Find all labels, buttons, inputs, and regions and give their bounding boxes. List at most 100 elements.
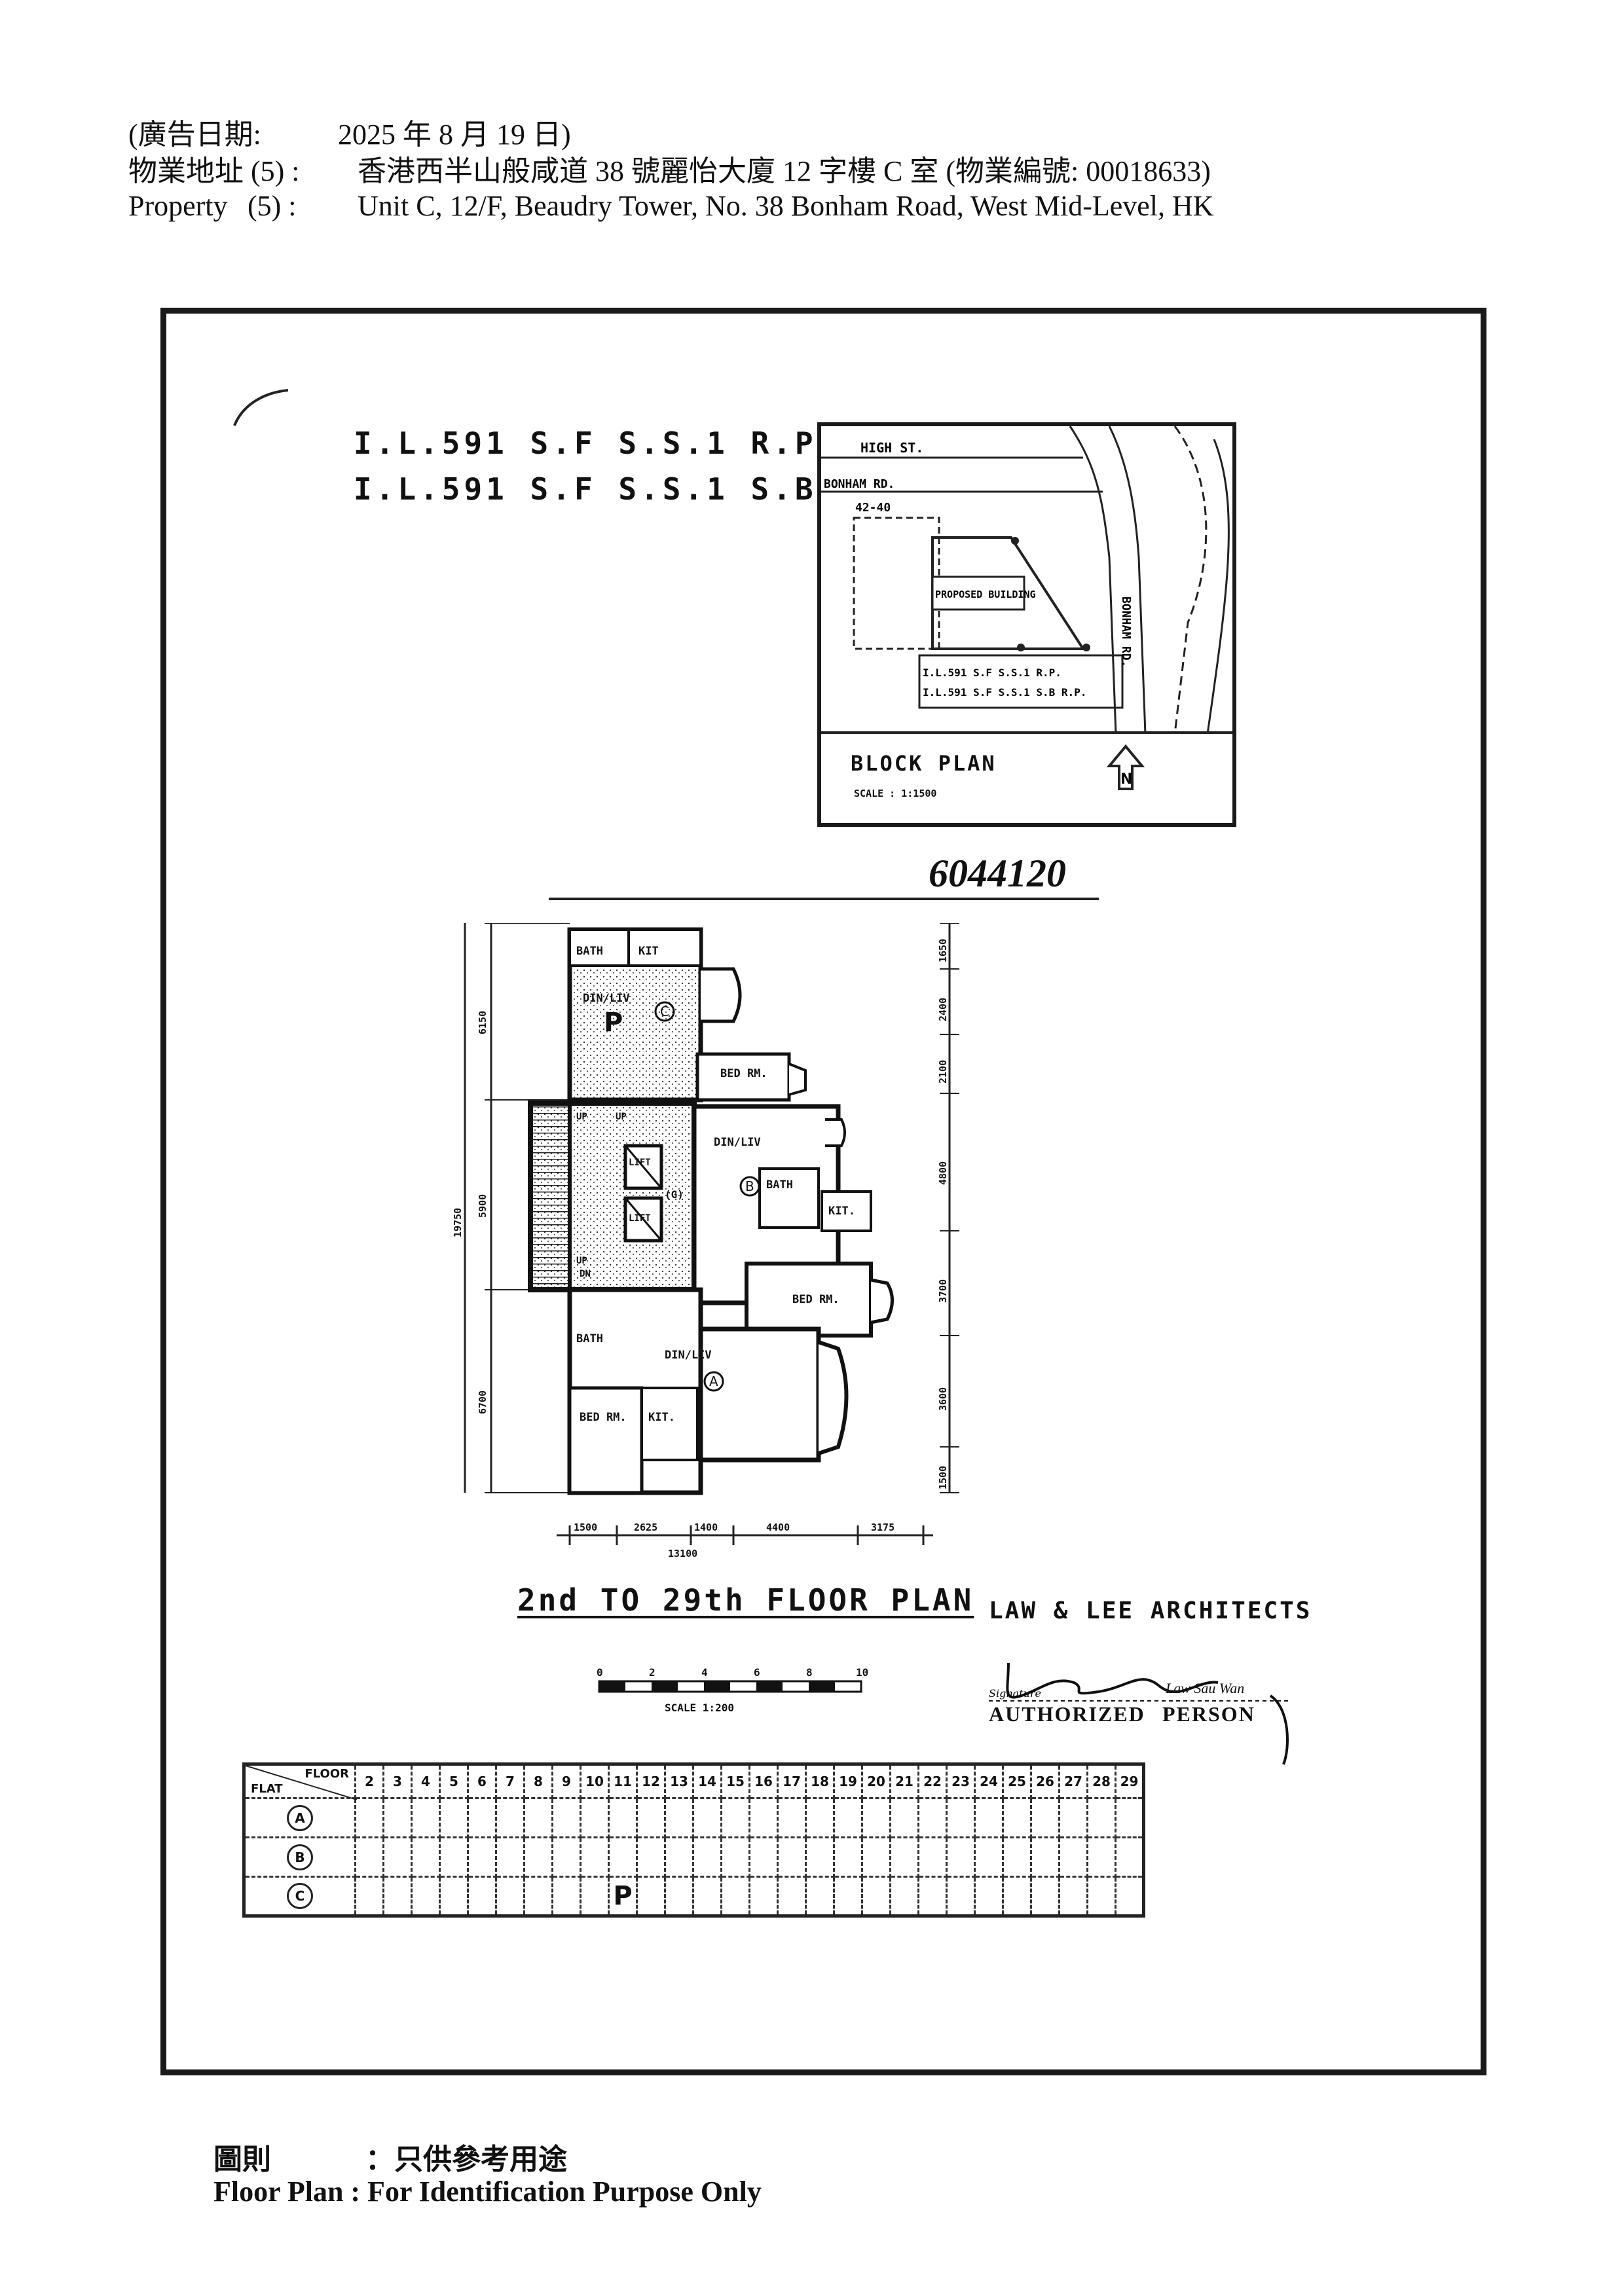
floor-header: 4 [411,1763,441,1799]
c-kit-label: KIT [638,945,659,958]
floor-header: 15 [720,1763,750,1799]
floor-header: 28 [1086,1763,1116,1799]
footer-cn: 圖則：只供參考用途 [213,2136,567,2178]
dim-left-1: 6150 [477,1011,489,1034]
floor-header: 14 [692,1763,722,1799]
dim-left-2: 5900 [477,1194,489,1218]
floor-header: 10 [580,1763,610,1799]
row-label: C [243,1876,356,1917]
table-header-row: FLOOR FLAT 2 3 4 5 6 7 8 9 10 11 12 13 1… [243,1763,1145,1800]
floor-header: 26 [1030,1763,1060,1799]
floor-header: 19 [833,1763,863,1799]
floor-header: 6 [467,1763,497,1799]
block-plan: HIGH ST. BONHAM RD. BONHAM RD. 42-40 PRO… [817,422,1236,827]
scale-tick-8: 8 [806,1666,813,1679]
block-plan-map: HIGH ST. BONHAM RD. BONHAM RD. 42-40 PRO… [821,426,1232,734]
ad-date-label: (廣告日期: [128,118,261,151]
north-letter: N [1120,771,1132,788]
floor-header: 13 [664,1763,694,1799]
dim-bottom-total: 13100 [668,1548,697,1559]
address-cn-label: 物業地址 (5) : [128,155,300,187]
block-lot-label-2: I.L.591 S.F S.S.1 S.B R.P. [923,686,1086,699]
corner-flat-label: FLAT [251,1782,283,1796]
block-plan-scale: SCALE : 1:1500 [854,788,937,799]
g-label: (G) [665,1188,684,1201]
a-din-label: DIN/LIV [665,1349,712,1362]
floor-header: 9 [551,1763,581,1799]
lift-1-label: LIFT [629,1157,651,1168]
dim-bottom-4: 4400 [766,1522,790,1533]
block-plan-footer: BLOCK PLAN SCALE : 1:1500 N [821,731,1232,823]
flat-a-circle: A [287,1804,313,1831]
scale-tick-10: 10 [856,1666,868,1679]
floor-header: 29 [1115,1763,1145,1799]
p-mark: P [604,1008,623,1038]
footer-en: Floor Plan : For Identification Purpose … [213,2176,762,2208]
north-arrow-icon: N [1106,744,1145,790]
floor-header: 7 [495,1763,525,1799]
dim-right-3: 2100 [937,1060,949,1084]
floor-header: 2 [354,1763,384,1799]
scale-label: SCALE 1:200 [665,1702,734,1714]
row-label: A [243,1797,356,1838]
b-din-label: DIN/LIV [714,1136,761,1149]
flat-c-marker: C [660,1004,669,1019]
floor-header: 18 [805,1763,835,1799]
floor-header: 27 [1058,1763,1088,1799]
reference-number: 6044120 [929,852,1066,895]
up-2-label: UP [616,1112,627,1122]
corner-diagonal [246,1766,357,1800]
scale-tick-4: 4 [701,1666,708,1679]
floor-header: 21 [889,1763,919,1799]
dim-right-2: 2400 [937,998,949,1021]
address-cn-line: 物業地址 (5) :香港西半山般咸道 38 號麗怡大廈 12 字樓 C 室 (物… [128,153,1211,190]
dim-left-total: 19750 [452,1208,464,1237]
a-bath-label: BATH [576,1332,603,1345]
flat-b-circle: B [287,1844,313,1870]
table-corner: FLOOR FLAT [243,1763,357,1800]
drawing-frame [160,308,1486,2075]
block-nums: 42-40 [855,501,891,515]
floor-plan: BATH KIT DIN/LIV BED RM. DIN/LIV BATH KI… [452,923,959,1559]
architect-name: LAW & LEE ARCHITECTS [989,1597,1312,1624]
b-kit-label: KIT. [828,1205,855,1218]
b-bath-label: BATH [766,1178,793,1192]
b-bed-label: BED RM. [792,1293,840,1306]
a-kit-label: KIT. [648,1411,675,1424]
pen-mark [233,389,289,426]
signature-mark: Signature [989,1662,1290,1765]
floor-header: 8 [523,1763,553,1799]
block-street-top: HIGH ST. [860,440,923,456]
up-3-label: UP [576,1256,587,1266]
dim-left-3: 6700 [477,1391,489,1414]
scale-tick-2: 2 [649,1666,655,1679]
a-bed-label: BED RM. [580,1411,627,1424]
lift-2-label: LIFT [629,1213,651,1224]
floor-header: 25 [1002,1763,1032,1799]
address-en-line: Property(5) :Unit C, 12/F, Beaudry Tower… [128,188,1214,225]
floor-header: 22 [917,1763,948,1799]
floor-header: 3 [382,1763,413,1799]
dim-right-6: 3600 [937,1387,949,1411]
up-1-label: UP [576,1112,587,1122]
address-en-label: Property [128,190,228,222]
floor-header: 11 [608,1763,638,1799]
table-row-flat-a: A [243,1797,1145,1838]
block-plan-title: BLOCK PLAN [851,751,997,776]
row-label: B [243,1836,356,1878]
floor-header: 24 [974,1763,1004,1799]
person-label: PERSON [1162,1702,1255,1726]
c-bath-label: BATH [576,945,603,958]
scale-bar: 0 2 4 6 8 10 SCALE 1:200 [597,1666,868,1714]
footer-cn-value: ：只供參考用途 [365,2143,567,2176]
block-street-left: BONHAM RD. [824,477,895,491]
flat-floor-table: FLOOR FLAT 2 3 4 5 6 7 8 9 10 11 12 13 1… [242,1762,1145,1918]
address-en-value: Unit C, 12/F, Beaudry Tower, No. 38 Bonh… [358,190,1214,222]
dim-bottom-3: 1400 [694,1522,718,1533]
dim-bottom-2: 2625 [634,1522,657,1533]
lot-line-1: I.L.591 S.F S.S.1 R.P. & [354,426,883,461]
authorized-label: AUTHORIZED [989,1702,1145,1726]
flat-markers: C B A [654,1001,760,1392]
scale-tick-0: 0 [597,1666,603,1679]
scale-tick-6: 6 [754,1666,760,1679]
